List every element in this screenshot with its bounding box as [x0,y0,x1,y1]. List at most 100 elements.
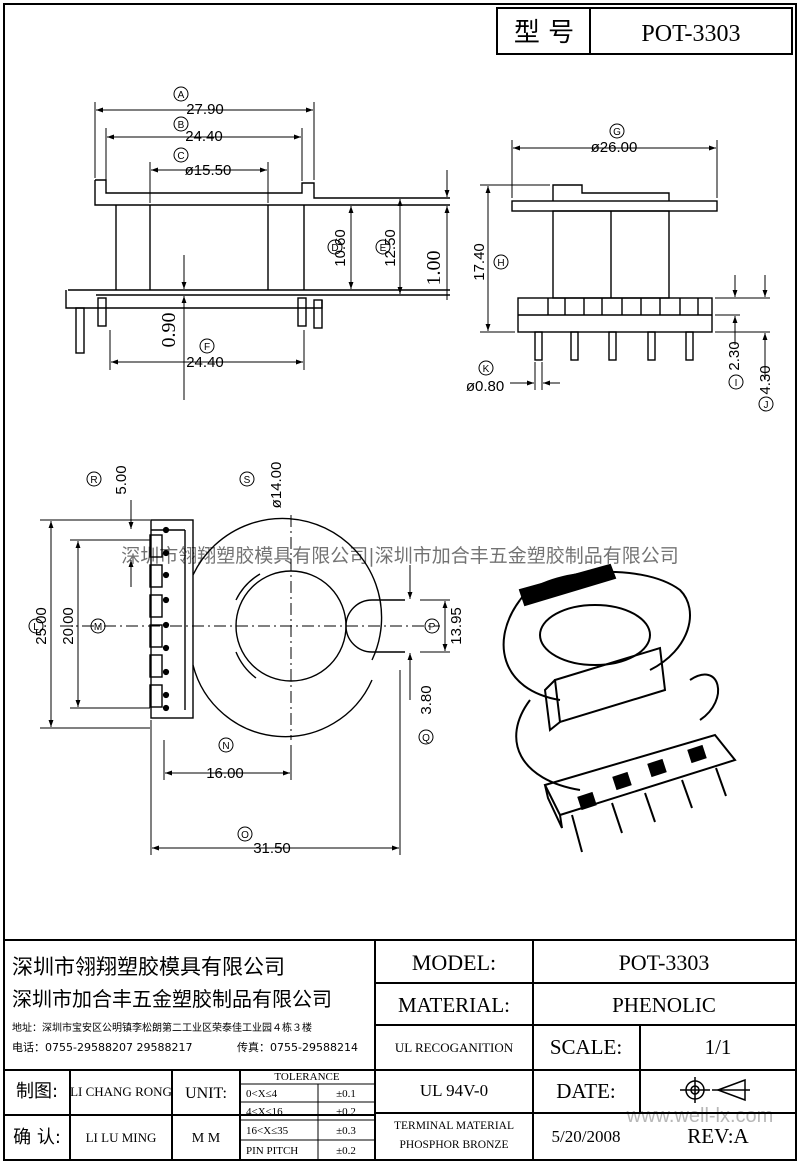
callout-p-circle [424,618,440,634]
front-view-dims [94,102,450,400]
tol-range-2: 4<X≤16 [246,1106,283,1118]
dim-q: 3.80 [418,685,435,714]
company1: 深圳市翎翔塑胶模具有限公司 [12,955,285,979]
dim-thk-bottom: 0.90 [158,313,180,348]
watermark-url: www.well-lx.com [626,1105,774,1127]
callout-m: M [94,622,102,633]
unit-label: UNIT: [185,1085,227,1102]
callout-r-circle [86,471,102,487]
dim-g: ø26.00 [591,139,638,156]
header-model-value: POT-3303 [641,21,740,47]
dim-d: 10.60 [332,229,349,267]
dim-o: 31.50 [253,840,291,857]
callout-q-circle [418,729,434,745]
isometric-view [502,563,737,853]
callout-n: N [222,741,229,752]
front-view [65,179,450,354]
dim-thk-top: 1.00 [423,251,445,286]
tol-range-3: 16<X≤35 [246,1125,289,1137]
callout-a-circle [173,86,189,102]
side-view-dims [480,140,770,390]
callout-e: E [380,243,387,254]
bottom-view-pin-slots [149,534,163,708]
title-block [4,939,796,1160]
side-view [511,184,718,361]
fax: 传真：0755-29588214 [237,1040,358,1054]
callout-k-circle [478,360,494,376]
callout-d-circle [327,239,343,255]
callout-n-circle [218,737,234,753]
bottom-view-labels: R 5.00 S ø14.00 L 25.00 M 20.00 P 13.95 … [28,462,465,857]
callout-d: D [331,243,338,254]
tol-val-4: ±0.2 [336,1145,356,1157]
phone: 电话：0755-29588207 29588217 [12,1041,192,1054]
callout-s: S [244,475,251,486]
dim-r: 5.00 [113,465,130,494]
checked-label: 确 认: [13,1127,61,1148]
dim-f: 24.40 [186,354,224,371]
callout-h-circle [493,254,509,270]
ul-value: UL 94V-0 [420,1081,488,1100]
date-value: 5/20/2008 [552,1127,621,1146]
callout-l: L [33,622,39,633]
tolerance-title: TOLERANCE [274,1071,339,1083]
tol-val-3: ±0.3 [336,1125,356,1137]
dim-b: 24.40 [185,128,223,145]
dim-e: 12.50 [382,229,399,267]
title-block-text: 深圳市翎翔塑胶模具有限公司 深圳市加合丰五金塑胶制品有限公司 地址：深圳市宝安区… [12,950,750,1157]
terminal-label: TERMINAL MATERIAL [394,1120,514,1132]
terminal-value: PHOSPHOR BRONZE [400,1139,509,1151]
callout-g: G [613,127,621,138]
company2: 深圳市加合丰五金塑胶制品有限公司 [12,987,332,1011]
tol-val-2: ±0.2 [336,1106,356,1118]
side-view-pins [534,298,699,361]
callout-h: H [497,258,504,269]
callout-g-circle [609,123,625,139]
callout-b-circle [173,116,189,132]
callout-i: I [735,378,738,389]
callout-p: P [429,622,436,633]
dim-c: ø15.50 [185,162,232,179]
rev-label: REV:A [687,1124,749,1148]
callout-q: Q [422,733,430,744]
callout-s-circle [239,471,255,487]
scale-label: SCALE: [550,1035,622,1059]
front-view-labels: A 27.90 B 24.40 C ø15.50 D 10.60 E 12.50… [158,86,445,371]
dim-p: 13.95 [448,607,465,645]
dim-j: 4.30 [757,365,774,394]
material-label: MATERIAL: [398,993,510,1017]
tol-val-1: ±0.1 [336,1088,356,1100]
date-label: DATE: [556,1079,616,1103]
callout-r: R [90,475,97,486]
ul-label: UL RECOGANITION [395,1040,514,1055]
scale-value: 1/1 [705,1035,732,1059]
material-value: PHENOLIC [612,993,716,1017]
callout-i-circle [728,374,744,390]
callout-j-circle [758,396,774,412]
header-model-label: 型 号 [514,18,574,48]
watermark: 深圳市翎翔塑胶模具有限公司|深圳市加合丰五金塑胶制品有限公司 [121,545,678,567]
callout-j: J [764,400,769,411]
dim-i: 2.30 [726,341,743,370]
callout-b: B [178,120,185,131]
callout-o-circle [237,826,253,842]
bottom-view-dims [40,500,450,855]
tol-range-4: PIN PITCH [246,1145,298,1157]
unit-value: M M [192,1131,221,1146]
drawn-label: 制图: [16,1081,58,1102]
side-view-labels: G ø26.00 17.40 H 2.30 I 4.30 J K ø0.80 [466,123,774,412]
dim-n: 16.00 [206,765,244,782]
model-label: MODEL: [412,950,496,975]
callout-c: C [177,151,184,162]
model-value: POT-3303 [619,950,710,975]
checked-by: LI LU MING [86,1130,157,1145]
callout-m-circle [90,618,106,634]
drawn-by: LI CHANG RONG [70,1084,172,1099]
callout-l-circle [28,618,44,634]
dim-m: 20.00 [60,607,77,645]
tol-range-1: 0<X≤4 [246,1088,278,1100]
drawing-frame [3,3,797,1161]
callout-k: K [483,364,490,375]
dim-k: ø0.80 [466,378,504,395]
